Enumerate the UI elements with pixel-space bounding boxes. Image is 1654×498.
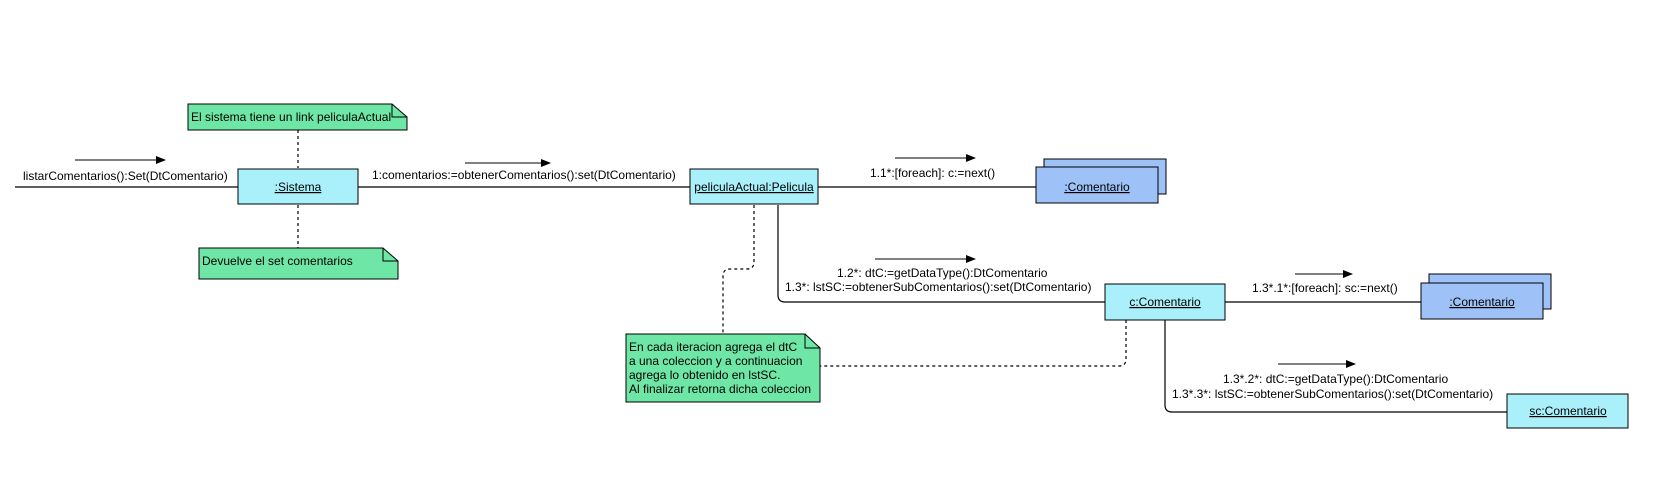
m1-3-2-label: 1.3*.2*: dtC:=getDataType():DtComentario <box>1223 372 1448 386</box>
link-note-text: El sistema tiene un link peliculaActual <box>191 110 391 124</box>
return-note-text: Devuelve el set comentarios <box>202 254 353 268</box>
comentario-multiobject-1-label: :Comentario <box>1064 180 1130 194</box>
sc-comentario-object-label: sc:Comentario <box>1529 404 1607 418</box>
iteration-note-line-1: En cada iteracion agrega el dtC <box>629 340 797 354</box>
iteration-note-line-4: Al finalizar retorna dicha coleccion <box>629 382 811 396</box>
iteration-note-anchor-pelicula <box>722 205 755 334</box>
comentario-multiobject-2-label: :Comentario <box>1449 295 1515 309</box>
sistema-object-label: :Sistema <box>275 180 322 194</box>
m1-3-label: 1.3*: lstSC:=obtenerSubComentarios():set… <box>785 280 1091 294</box>
pelicula-object[interactable]: peliculaActual:Pelicula <box>689 168 819 205</box>
comentario-multiobject-2[interactable]: :Comentario <box>1420 273 1552 320</box>
iteration-note-anchor-c <box>820 320 1127 367</box>
pelicula-object-label: peliculaActual:Pelicula <box>694 180 814 194</box>
comentario-multiobject-1[interactable]: :Comentario <box>1035 158 1167 204</box>
m1-label: 1:comentarios:=obtenerComentarios():set(… <box>372 168 676 182</box>
entry-message-label: listarComentarios():Set(DtComentario) <box>23 169 228 183</box>
m1-2-label: 1.2*: dtC:=getDataType():DtComentario <box>837 266 1048 280</box>
c-comentario-object[interactable]: c:Comentario <box>1104 283 1226 321</box>
iteration-note: En cada iteracion agrega el dtC a una co… <box>625 333 821 403</box>
m1-3-1-label: 1.3*.1*:[foreach]: sc:=next() <box>1252 281 1398 295</box>
return-note: Devuelve el set comentarios <box>198 247 399 280</box>
iteration-note-line-3: agrega lo obtenido en lstSC. <box>629 368 780 382</box>
iteration-note-line-2: a una coleccion y a continuacion <box>629 354 802 368</box>
m1-3-3-label: 1.3*.3*: lstSC:=obtenerSubComentarios():… <box>1172 387 1493 401</box>
link-pelicula-c-comentario <box>777 205 1105 303</box>
sistema-object[interactable]: :Sistema <box>237 168 359 205</box>
link-note: El sistema tiene un link peliculaActual <box>187 103 408 131</box>
link-c-sc-comentario <box>1164 320 1507 413</box>
sc-comentario-object[interactable]: sc:Comentario <box>1506 393 1629 429</box>
c-comentario-object-label: c:Comentario <box>1129 295 1201 309</box>
m1-1-label: 1.1*:[foreach]: c:=next() <box>870 166 995 180</box>
